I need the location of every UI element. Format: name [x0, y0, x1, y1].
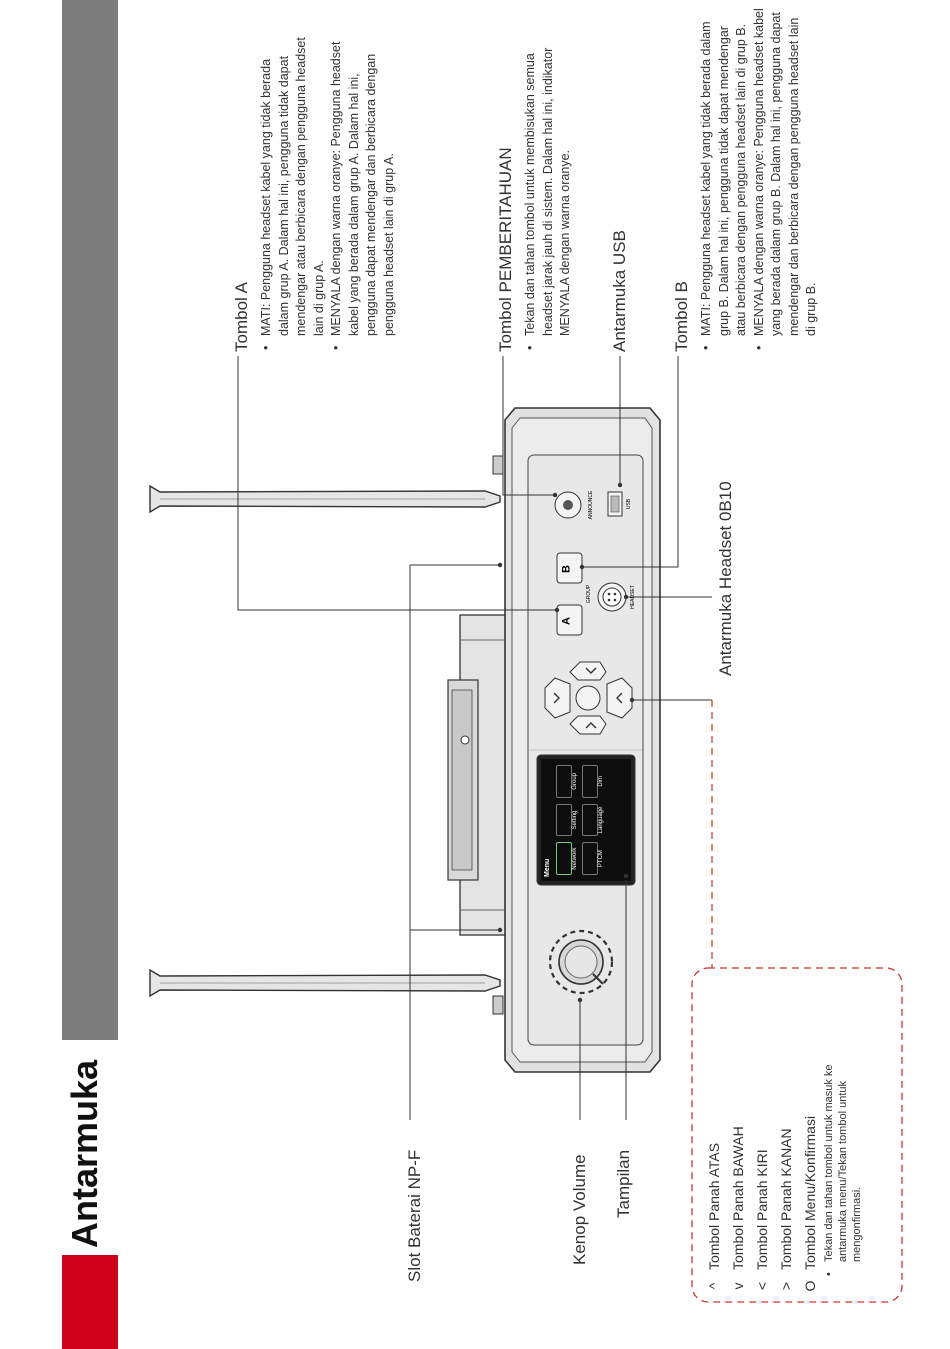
callout-tombol-pemberitahuan: Tombol PEMBERITAHUAN Tekan dan tahan tom…: [496, 7, 575, 352]
display-tile[interactable]: PTCM: [582, 842, 604, 875]
callout-tombol-b: Tombol B MATI: Pengguna headset kabel ya…: [672, 7, 821, 352]
display-tile[interactable]: Group: [556, 765, 578, 798]
group-label: GROUP: [586, 584, 592, 603]
callout-item: MATI: Pengguna headset kabel yang tidak …: [258, 22, 328, 336]
usb-port[interactable]: [607, 491, 623, 517]
svg-text:A: A: [561, 617, 573, 625]
legend-item-down: vTombol Panah BAWAH: [726, 996, 750, 1296]
headset-port[interactable]: [597, 582, 627, 612]
nav-pad[interactable]: [544, 661, 633, 735]
callout-antarmuka-headset: Antarmuka Headset 0B10: [716, 481, 735, 676]
callout-antarmuka-usb: Antarmuka USB: [610, 230, 629, 352]
callout-slot-baterai: Slot Baterai NP-F: [405, 1149, 424, 1282]
volume-knob[interactable]: [548, 929, 614, 995]
callout-tampilan: Tampilan: [614, 1149, 633, 1218]
group-b-button[interactable]: B: [556, 552, 583, 584]
callout-item: MATI: Pengguna headset kabel yang tidak …: [698, 7, 751, 336]
header-band: [62, 0, 118, 1040]
antenna-top: [149, 484, 501, 514]
circle-icon: O: [802, 1280, 818, 1292]
chevron-right-icon: >: [778, 1281, 794, 1291]
callout-title: Tombol A: [232, 282, 251, 352]
legend-frame: [691, 967, 903, 1303]
accent-block: [62, 1255, 118, 1349]
callout-kenop-volume: Kenop Volume: [570, 1154, 589, 1265]
callout-item: MENYALA dengan warna oranye: Pengguna he…: [328, 22, 398, 336]
legend-item-left: <Tombol Panah KIRI: [750, 996, 774, 1296]
legend: ^Tombol Panah ATAS vTombol Panah BAWAH <…: [702, 996, 864, 1296]
announce-button[interactable]: [554, 491, 582, 519]
legend-item-up: ^Tombol Panah ATAS: [702, 996, 726, 1296]
display-tile[interactable]: Dim: [582, 765, 604, 798]
antenna-bottom: [149, 968, 501, 998]
display-tile[interactable]: Network: [556, 842, 578, 875]
svg-text:B: B: [561, 565, 573, 573]
display-tile[interactable]: Language: [582, 803, 604, 837]
group-a-button[interactable]: A: [556, 604, 583, 636]
battery-slot: [447, 614, 511, 936]
display-tile[interactable]: Setting: [556, 803, 578, 837]
display-content: Menu Network Setting Group PTCM Language…: [541, 759, 631, 881]
callout-title: Tombol PEMBERITAHUAN: [496, 147, 515, 352]
callout-item: Tekan dan tahan tombol untuk membisukan …: [522, 7, 575, 336]
chevron-down-icon: v: [730, 1282, 746, 1290]
menu-confirm-button[interactable]: [575, 685, 601, 711]
leader-lines: [237, 356, 712, 1120]
callout-item: MENYALA dengan warna oranye: Pengguna he…: [751, 7, 821, 336]
chevron-left-icon: <: [754, 1281, 770, 1291]
display-title: Menu: [544, 858, 551, 877]
callout-tombol-a: Tombol A MATI: Pengguna headset kabel ya…: [232, 22, 398, 352]
chevron-up-icon: ^: [706, 1282, 722, 1290]
announce-label: ANNOUNCE: [588, 490, 594, 519]
usb-label: USB: [626, 498, 632, 509]
legend-note: Tekan dan tahan tombol untuk masuk ke an…: [822, 1022, 864, 1296]
display-tiles: Network Setting Group PTCM Language Dim: [554, 759, 606, 881]
display-screen[interactable]: [536, 754, 636, 886]
legend-item-menu: OTombol Menu/Konfirmasi: [798, 996, 822, 1296]
legend-item-right: >Tombol Panah KANAN: [774, 996, 798, 1296]
callout-title: Tombol B: [672, 281, 691, 352]
